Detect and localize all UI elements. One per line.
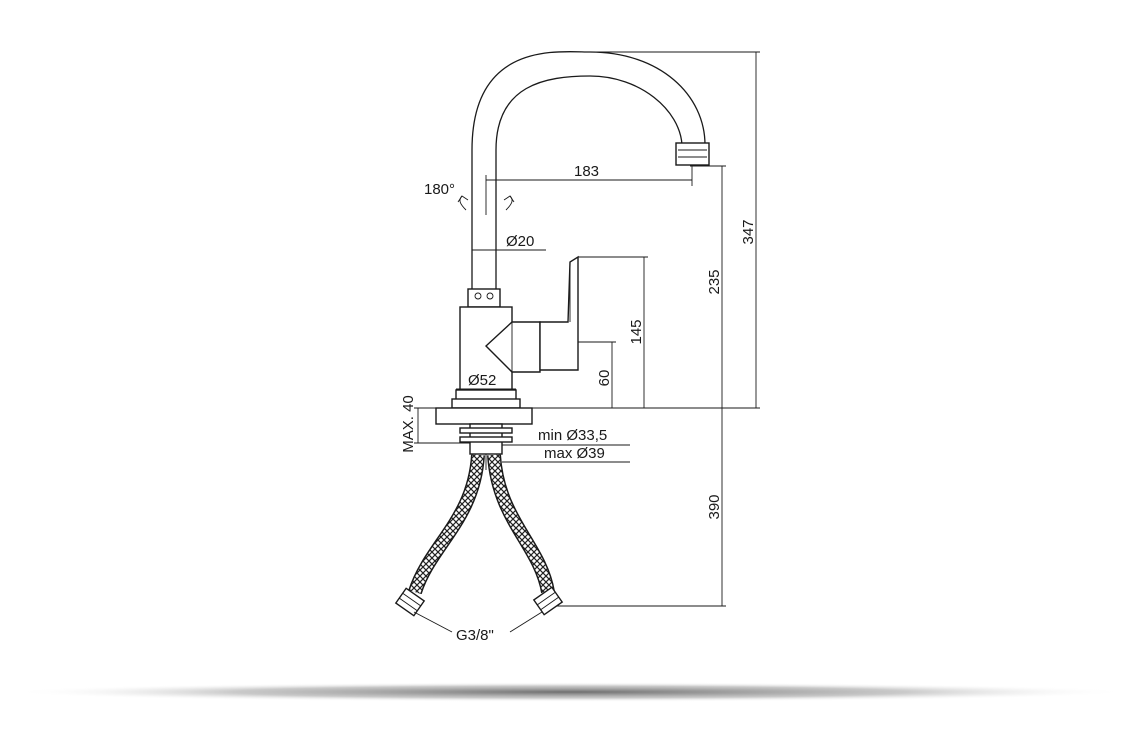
bottom-shadow [10, 682, 1130, 702]
rotation-label: 180° [424, 181, 455, 198]
flexible-hoses [394, 454, 564, 617]
hole-min-label: min Ø33,5 [538, 427, 607, 444]
lever-height-label: 145 [628, 319, 645, 344]
total-height-label: 347 [740, 219, 757, 244]
spout-collar [467, 288, 501, 308]
mounting-kit [435, 407, 533, 470]
connection-label: G3/8" [456, 627, 494, 644]
dimension-lines [413, 51, 760, 633]
hose-length-label: 390 [706, 494, 723, 519]
max-thickness-label: MAX. 40 [400, 395, 417, 453]
rotation-arrows-icon [457, 195, 515, 211]
hose-nut-right [532, 586, 564, 616]
hole-max-label: max Ø39 [544, 445, 605, 462]
spout-height-label: 235 [706, 269, 723, 294]
spout-diameter-label: Ø20 [506, 233, 534, 250]
hose-nut-left [394, 587, 426, 617]
reach-label: 183 [574, 163, 599, 180]
base-diameter-label: Ø52 [468, 372, 496, 389]
spout [471, 50, 710, 290]
aerator [675, 142, 710, 166]
faucet-body [451, 255, 579, 409]
body-height-label: 60 [596, 370, 613, 387]
